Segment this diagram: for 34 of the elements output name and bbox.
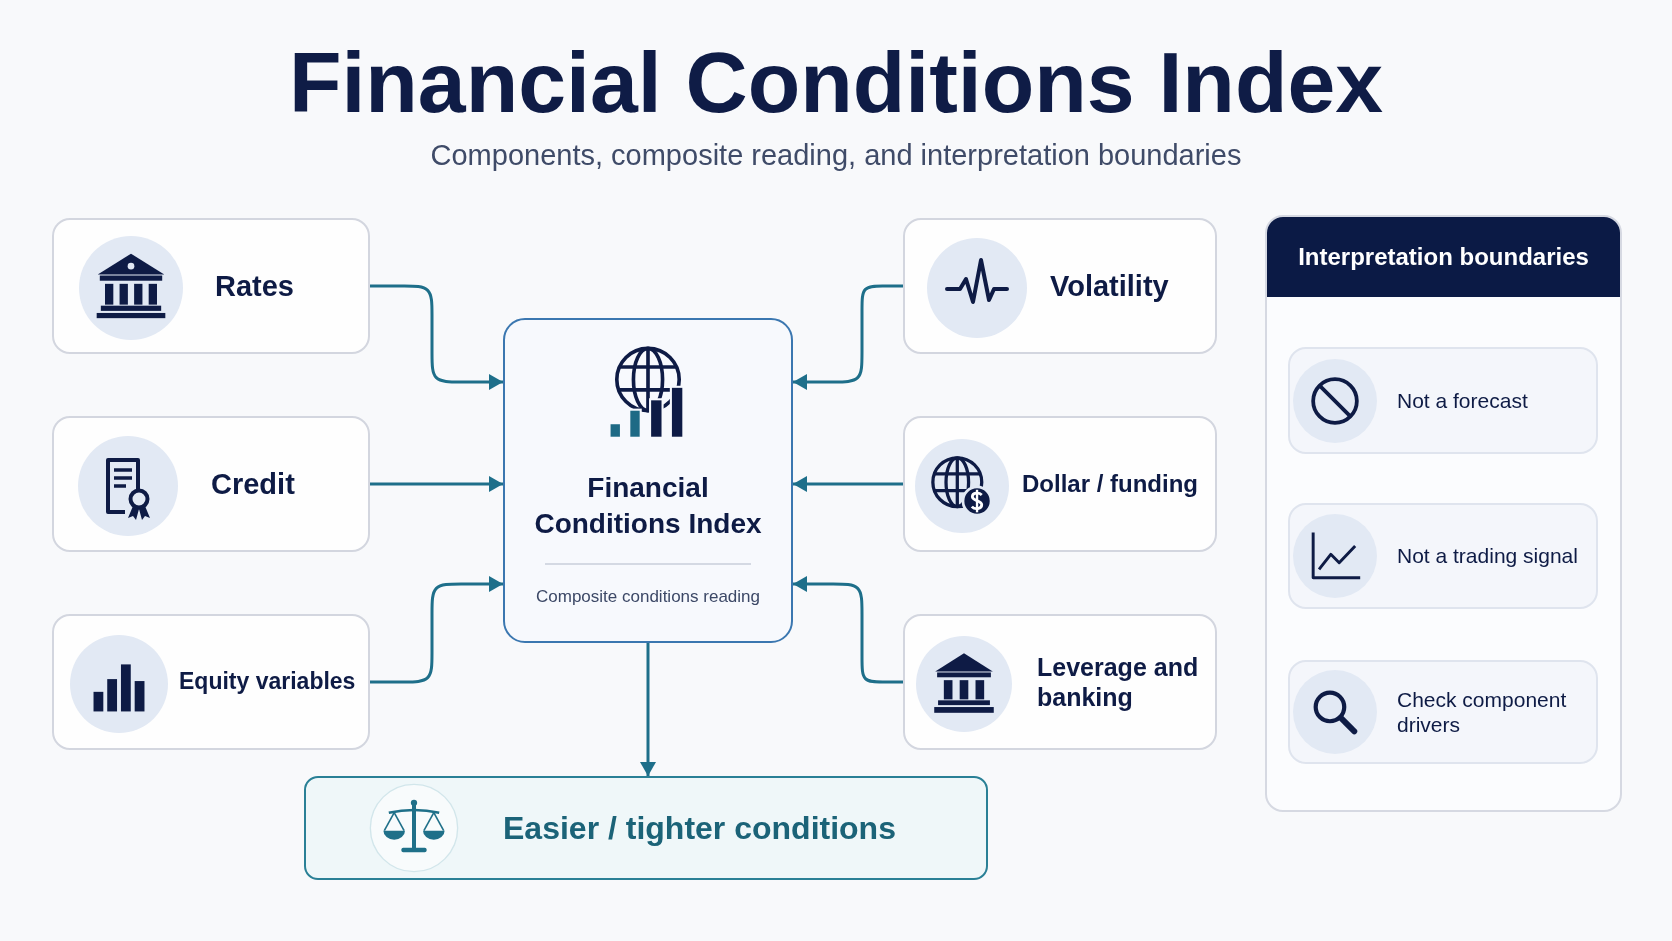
boundary-card bbox=[1288, 660, 1598, 764]
component-card bbox=[903, 416, 1217, 552]
hub-title: Financial Conditions Index bbox=[533, 471, 763, 541]
hub-caption: Composite conditions reading bbox=[536, 586, 760, 608]
arrow bbox=[370, 476, 503, 492]
panel-header: Interpretation boundaries bbox=[1267, 217, 1620, 297]
boundaries-panel bbox=[1265, 215, 1622, 812]
card-label: Volatility bbox=[1050, 268, 1169, 304]
card-label: Dollar / funding bbox=[1022, 469, 1198, 499]
outcome-label: Easier / tighter conditions bbox=[503, 808, 896, 848]
component-card bbox=[52, 614, 370, 750]
arrow bbox=[370, 576, 503, 684]
arrow bbox=[640, 643, 656, 776]
arrow bbox=[793, 576, 903, 684]
index-hub-card bbox=[503, 318, 793, 643]
card-label: Rates bbox=[215, 268, 294, 304]
arrow bbox=[793, 284, 903, 390]
boundary-label: Not a forecast bbox=[1397, 387, 1528, 414]
outcome-banner bbox=[304, 776, 988, 880]
component-card bbox=[903, 614, 1217, 750]
arrow bbox=[793, 476, 903, 492]
card-label: Equity variables bbox=[179, 668, 356, 696]
diagram-subtitle: Components, composite reading, and interpretation boundaries bbox=[430, 141, 1242, 170]
boundary-label: Not a trading signal bbox=[1397, 543, 1578, 569]
component-card bbox=[52, 416, 370, 552]
boundary-card bbox=[1288, 503, 1598, 609]
card-label: Leverage and banking bbox=[1037, 652, 1200, 712]
card-label: Credit bbox=[211, 466, 295, 502]
boundary-card bbox=[1288, 347, 1598, 454]
component-card bbox=[52, 218, 370, 354]
arrow bbox=[370, 284, 503, 390]
component-card bbox=[903, 218, 1217, 354]
diagram-title: Financial Conditions Index bbox=[288, 39, 1384, 125]
boundary-label: Check component drivers bbox=[1397, 686, 1568, 738]
